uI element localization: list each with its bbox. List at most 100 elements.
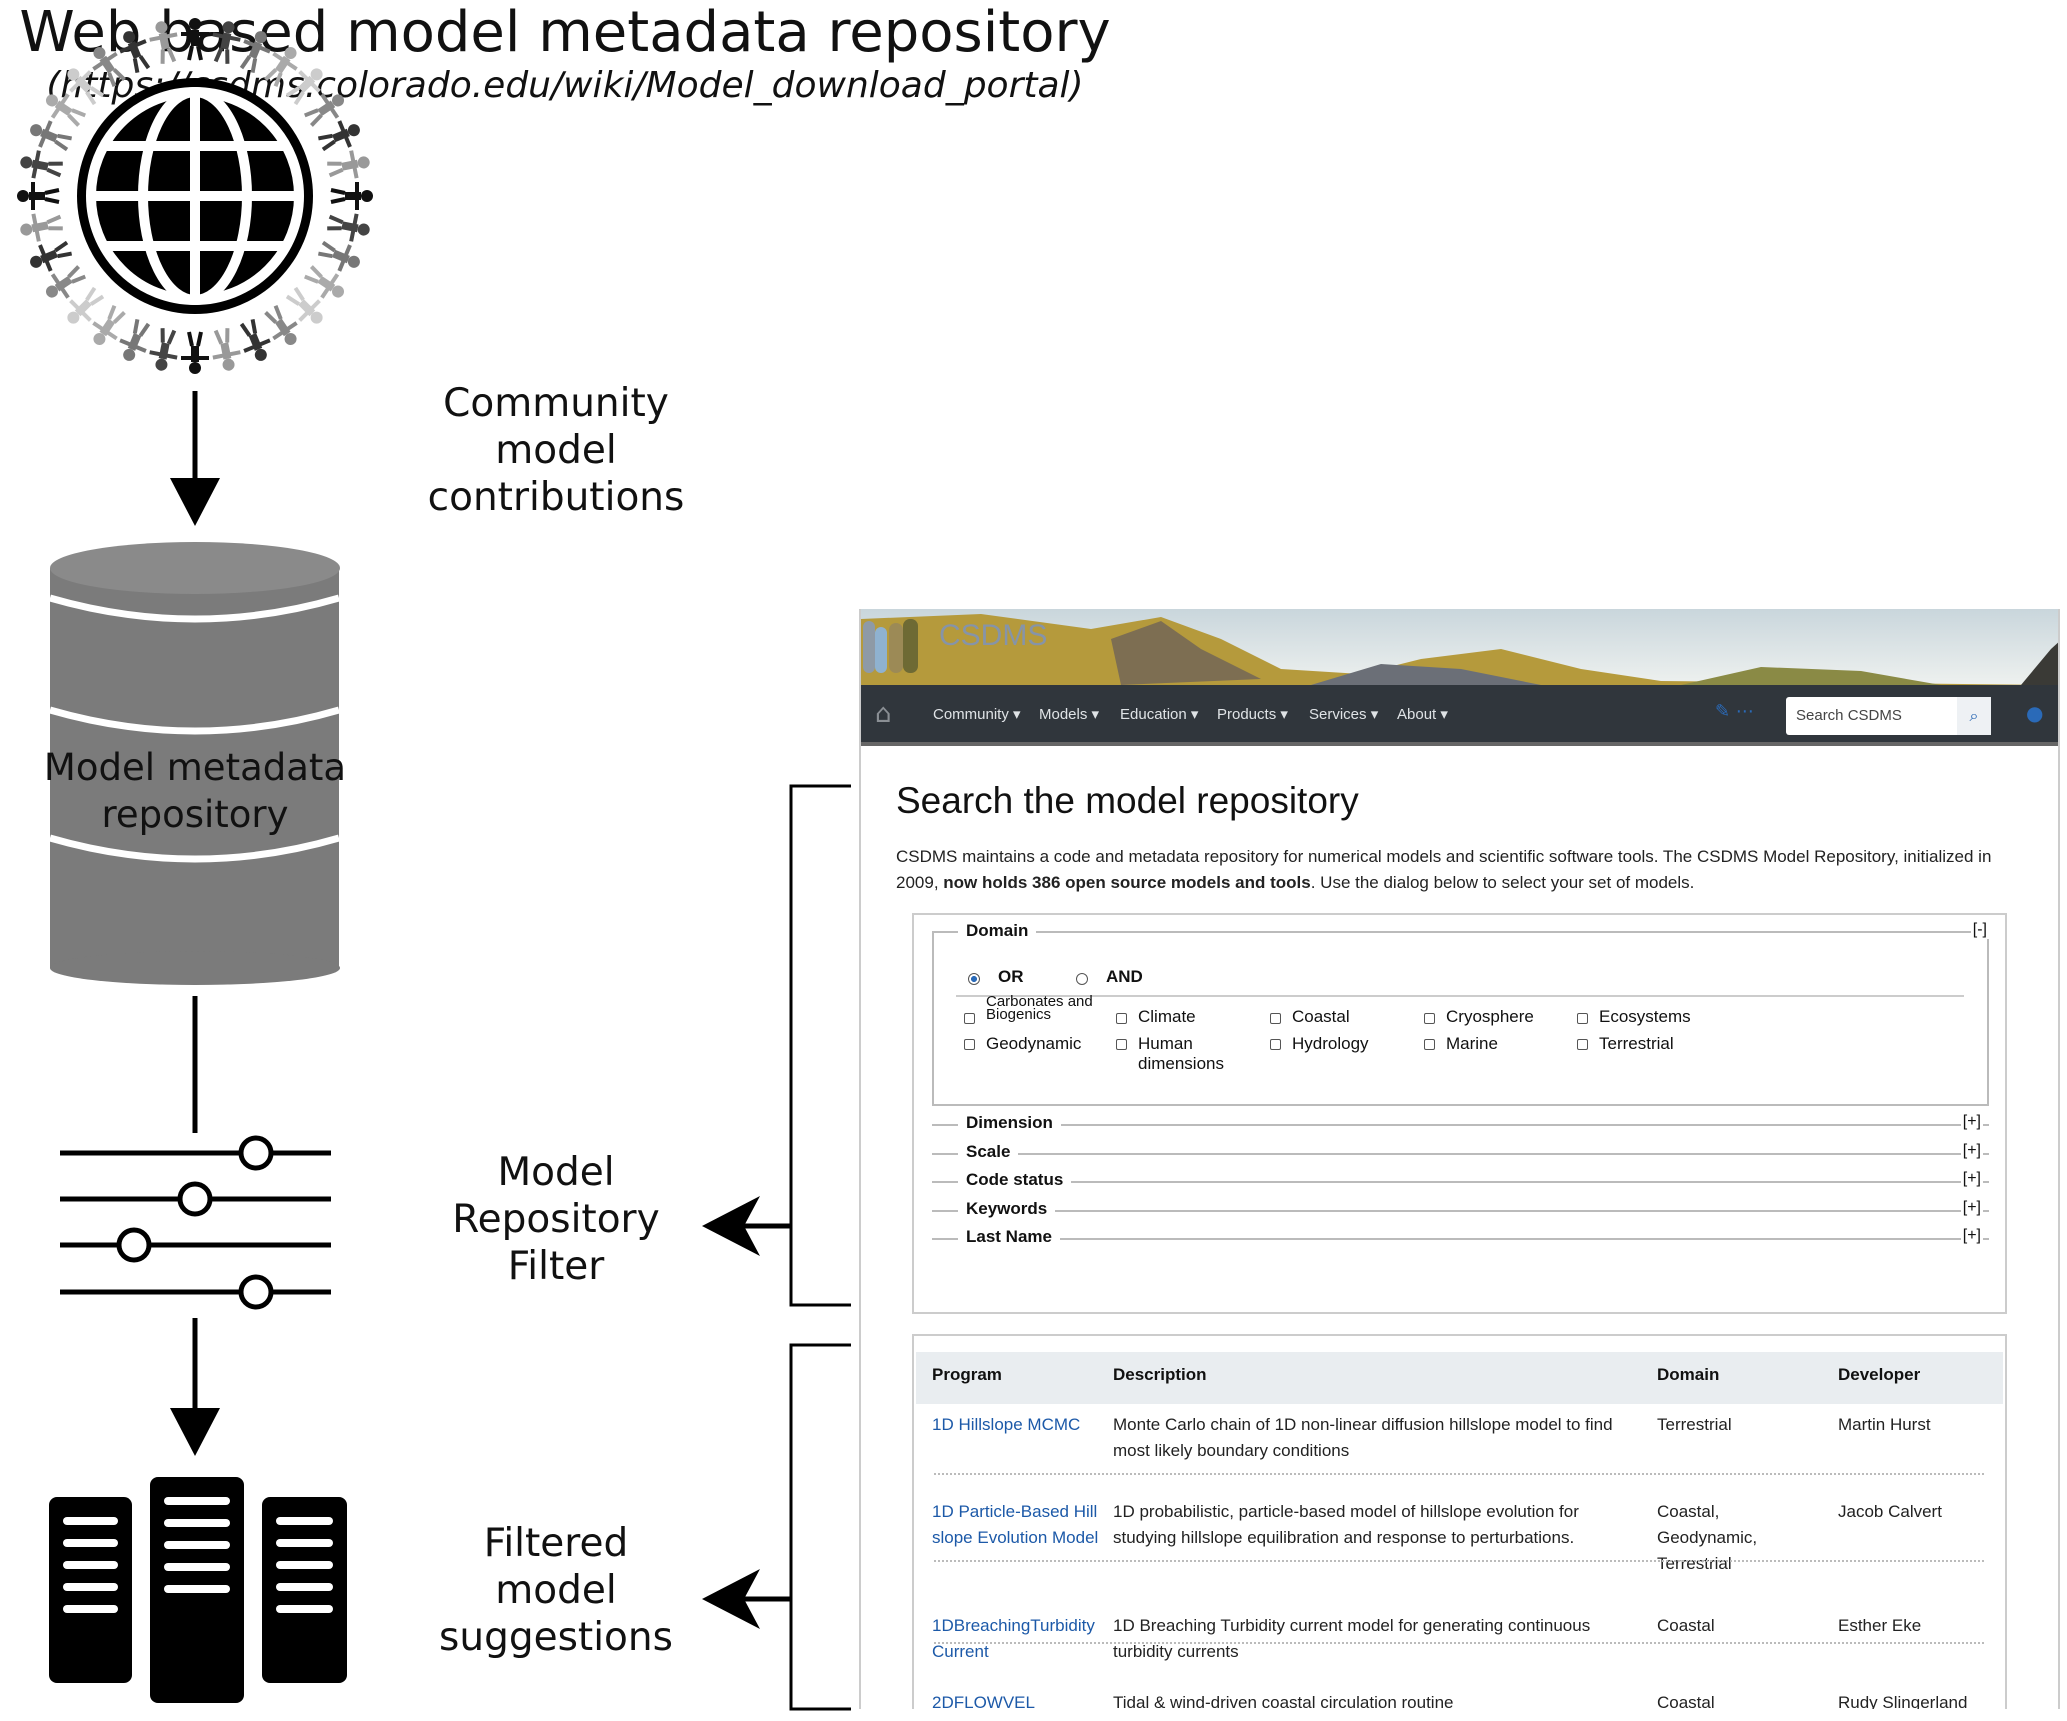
label-line: suggestions [439,1615,673,1660]
edit-icon[interactable]: ✎ ⋯ [1715,701,1754,722]
person-icon [317,120,360,152]
person-icon [181,331,209,374]
website-screenshot: CSDMS ⌂ Community ▾ Models ▾ Education ▾… [859,609,2060,1709]
domain-checkbox[interactable] [964,1039,975,1050]
intro-text: CSDMS maintains a code and metadata repo… [896,847,1992,892]
expand-section-button[interactable]: [+] [1960,1113,1983,1131]
filter-section-2[interactable]: Code status [958,1170,1072,1190]
expand-section-button[interactable]: [+] [1960,1170,1983,1188]
domain-option-label: Marine [1446,1034,1498,1053]
domain-option-label: Climate [1138,1007,1196,1026]
nav-education[interactable]: Education ▾ [1120,706,1199,723]
filter-label: Model Repository Filter [406,1149,706,1290]
search-icon[interactable]: ⌕ [1957,697,1991,735]
nav-products[interactable]: Products ▾ [1217,706,1288,723]
filter-section-3[interactable]: Keywords [958,1198,1056,1219]
diagram-arrows [49,391,851,1711]
person-icon [330,182,373,210]
domain-cell: Terrestrial [1657,1415,1732,1434]
expand-section-button[interactable]: [+] [1960,1141,1983,1160]
globe-people-icon [17,18,373,374]
domain-checkbox[interactable] [1270,1039,1281,1050]
person-icon [239,31,271,74]
person-icon [20,213,63,242]
label-line: Model [497,1150,615,1195]
label-line: Repository [452,1197,660,1242]
column-header[interactable]: Program [932,1365,1002,1384]
navbar: ⌂ Community ▾ Models ▾ Education ▾ Produ… [861,685,2058,746]
collapse-domain-button[interactable]: [-] [1970,921,1989,939]
program-link[interactable]: 1D Particle-Based Hillslope Evolution Mo… [932,1502,1099,1548]
filter-section-1[interactable]: Scale [958,1141,1019,1162]
column-header[interactable]: Developer [1838,1365,1921,1384]
person-icon [212,21,241,64]
person-icon [264,46,298,87]
person-icon [239,318,271,361]
domain-checkbox[interactable] [1116,1013,1127,1024]
label-line: model [495,1568,617,1613]
label-line: Community [443,381,669,426]
person-icon [327,150,370,179]
repository-label-line: repository [101,793,289,836]
results-table: Program Description Domain Developer 1D … [912,1334,2007,1709]
filter-bracket [789,784,851,1307]
domain-option-label: Human dimensions [1138,1034,1224,1073]
domain-checkbox[interactable] [1116,1039,1127,1050]
description-cell: 1D probabilistic, particle-based model o… [1113,1502,1579,1548]
nav-models[interactable]: Models ▾ [1039,706,1100,723]
label-line: Filtered [483,1521,629,1566]
program-link[interactable]: 1D Hillslope MCMC [932,1415,1081,1434]
domain-checkbox[interactable] [1577,1039,1588,1050]
section-divider [932,1124,1989,1126]
filter-panel: Domain [-] OR AND Carbonates and Biogeni… [912,913,2007,1314]
person-icon [17,182,60,210]
developer-cell: Rudy Slingerland [1838,1693,1968,1709]
domain-option-label: Geodynamic [986,1034,1082,1053]
label-line: model [495,428,617,473]
domain-option-label: Carbonates and Biogenics [986,993,1093,1023]
domain-cell: Coastal, Geodynamic, Terrestrial [1657,1502,1758,1574]
person-icon [45,93,86,127]
domain-checkbox[interactable] [1424,1013,1435,1024]
nav-community[interactable]: Community ▾ [933,706,1021,723]
domain-checkbox[interactable] [1270,1013,1281,1024]
program-link[interactable]: 2DFLOWVEL [932,1693,1035,1709]
csdms-logo: CSDMS [939,619,1048,652]
person-icon [45,265,86,299]
filter-section-0[interactable]: Dimension [958,1113,1061,1133]
expand-section-button[interactable]: [+] [1960,1198,1983,1217]
person-icon [212,328,241,371]
or-radio[interactable] [968,973,980,985]
user-icon[interactable]: ● [2026,701,2044,725]
person-icon [30,120,73,152]
arrow-left-icon [702,1196,760,1256]
person-icon [327,213,370,242]
filter-section-4[interactable]: Last Name [958,1227,1060,1247]
label-line: Filter [507,1244,605,1289]
domain-option-label: Coastal [1292,1007,1350,1026]
search-input[interactable]: Search CSDMS ⌕ [1786,697,1991,735]
nav-services[interactable]: Services ▾ [1309,706,1379,723]
database-icon [49,542,340,985]
developer-cell: Esther Eke [1838,1616,1922,1636]
domain-option-label: Hydrology [1292,1034,1369,1053]
column-header[interactable]: Description [1113,1365,1207,1384]
servers-icon [49,1477,347,1703]
page-title: Search the model repository [896,780,1359,821]
and-radio[interactable] [1076,973,1088,985]
person-icon [149,328,178,371]
column-header[interactable]: Domain [1657,1365,1720,1384]
nav-about[interactable]: About ▾ [1397,706,1448,723]
program-link[interactable]: 1DBreachingTurbidityCurrent [932,1616,1095,1662]
domain-option-label: Terrestrial [1599,1034,1674,1053]
developer-cell: Jacob Calvert [1838,1502,1942,1522]
person-icon [20,150,63,179]
expand-section-button[interactable]: [+] [1960,1227,1983,1245]
search-placeholder: Search CSDMS [1796,707,1902,724]
person-icon [119,318,151,361]
section-divider [932,1238,1989,1240]
domain-checkbox[interactable] [1577,1013,1588,1024]
domain-checkbox[interactable] [1424,1039,1435,1050]
home-icon[interactable]: ⌂ [875,699,892,729]
domain-checkbox[interactable] [964,1013,975,1024]
